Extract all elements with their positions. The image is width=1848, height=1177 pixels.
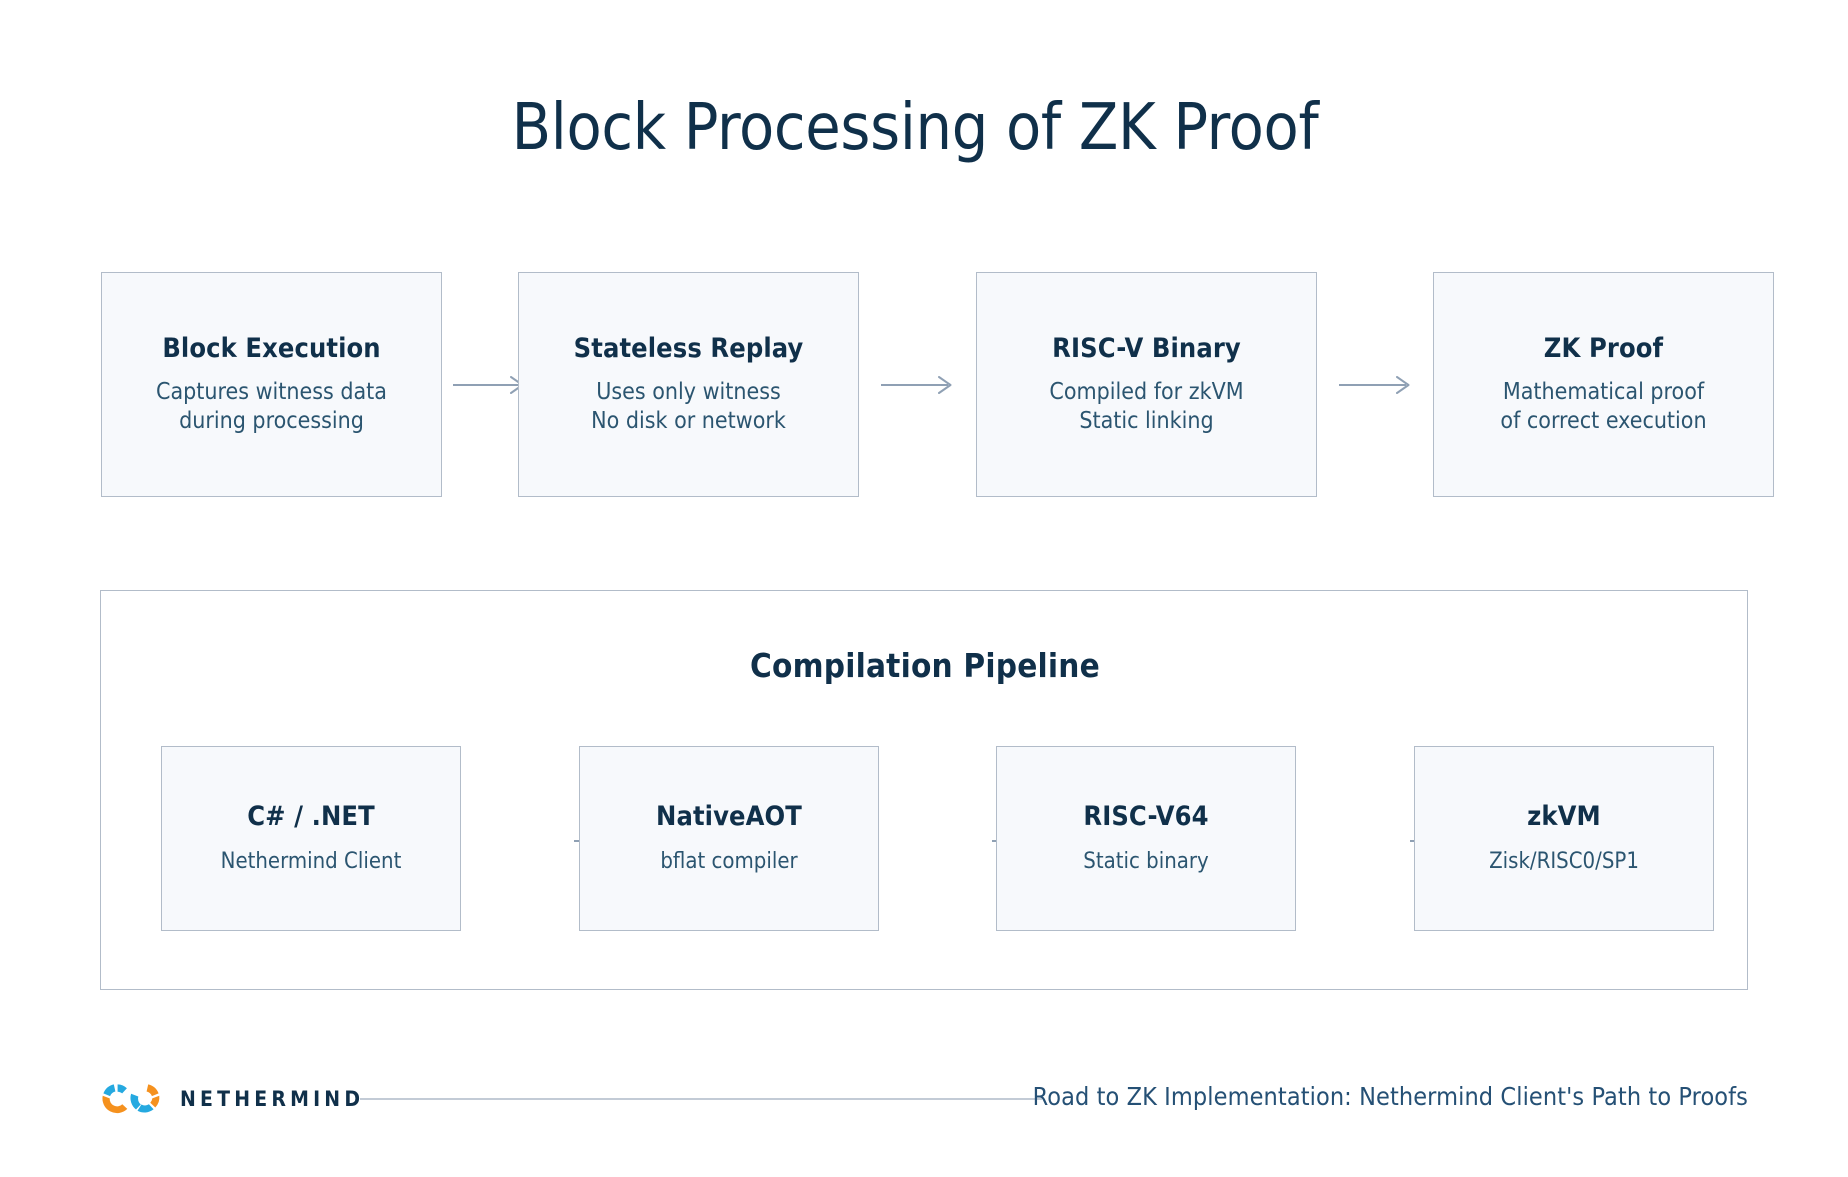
- stage-description-line: of correct execution: [1500, 408, 1707, 435]
- stage-description: Zisk/RISC0/SP1: [1489, 848, 1639, 876]
- compilation-pipeline-panel: Compilation Pipeline C# / .NET Nethermin…: [100, 590, 1748, 990]
- stage-title: ZK Proof: [1543, 332, 1664, 364]
- stage-title: Block Execution: [162, 332, 381, 364]
- nethermind-brand: NETHERMIND: [100, 1080, 364, 1118]
- stage-description: bflat compiler: [660, 848, 797, 876]
- stage-title: C# / .NET: [247, 800, 375, 832]
- stage-description-line: No disk or network: [591, 408, 786, 435]
- stage-description-line: Static linking: [1079, 408, 1214, 435]
- flow-stage-stateless-replay[interactable]: Stateless Replay Uses only witness No di…: [518, 272, 859, 497]
- stage-title: NativeAOT: [656, 800, 802, 832]
- stage-description-line: during processing: [179, 408, 364, 435]
- footer-divider: [360, 1098, 1042, 1100]
- flow-stage-block-execution[interactable]: Block Execution Captures witness data du…: [101, 272, 442, 497]
- stage-description: Mathematical proof of correct execution: [1500, 378, 1706, 437]
- pipeline-stage-risc-v64[interactable]: RISC-V64 Static binary: [996, 746, 1296, 931]
- flow-stage-risc-v-binary[interactable]: RISC-V Binary Compiled for zkVM Static l…: [976, 272, 1317, 497]
- page-title: Block Processing of ZK Proof: [511, 91, 1319, 165]
- stage-description: Compiled for zkVM Static linking: [1049, 378, 1243, 437]
- footer-tagline: Road to ZK Implementation: Nethermind Cl…: [1032, 1082, 1748, 1111]
- stage-description-line: Captures witness data: [156, 378, 387, 405]
- pipeline-stage-nativeaot[interactable]: NativeAOT bflat compiler: [579, 746, 879, 931]
- nethermind-logo-icon: [102, 1084, 160, 1114]
- stage-description: Uses only witness No disk or network: [591, 378, 786, 437]
- pipeline-stage-csharp-dotnet[interactable]: C# / .NET Nethermind Client: [161, 746, 461, 931]
- pipeline-stage-zkvm[interactable]: zkVM Zisk/RISC0/SP1: [1414, 746, 1714, 931]
- stage-description-line: Zisk/RISC0/SP1: [1489, 848, 1639, 874]
- stage-description-line: Compiled for zkVM: [1049, 378, 1244, 405]
- stage-description-line: Static binary: [1083, 848, 1209, 874]
- nethermind-wordmark: NETHERMIND: [180, 1087, 365, 1111]
- footer: NETHERMIND Road to ZK Implementation: Ne…: [0, 1080, 1848, 1140]
- stage-description-line: Mathematical proof: [1502, 378, 1705, 405]
- stage-title: RISC-V Binary: [1052, 332, 1241, 364]
- stage-description: Nethermind Client: [221, 848, 402, 876]
- stage-description-line: Nethermind Client: [220, 848, 402, 874]
- arrow-right-icon: [880, 373, 958, 397]
- flow-stage-zk-proof[interactable]: ZK Proof Mathematical proof of correct e…: [1433, 272, 1774, 497]
- stage-description: Static binary: [1083, 848, 1208, 876]
- stage-title: RISC-V64: [1083, 800, 1209, 832]
- stage-description: Captures witness data during processing: [156, 378, 387, 437]
- stage-description-line: bflat compiler: [660, 848, 798, 874]
- stage-description-line: Uses only witness: [596, 378, 781, 405]
- pipeline-title: Compilation Pipeline: [750, 646, 1100, 685]
- stage-title: Stateless Replay: [573, 332, 804, 364]
- stage-title: zkVM: [1527, 800, 1601, 832]
- arrow-right-icon: [1338, 373, 1416, 397]
